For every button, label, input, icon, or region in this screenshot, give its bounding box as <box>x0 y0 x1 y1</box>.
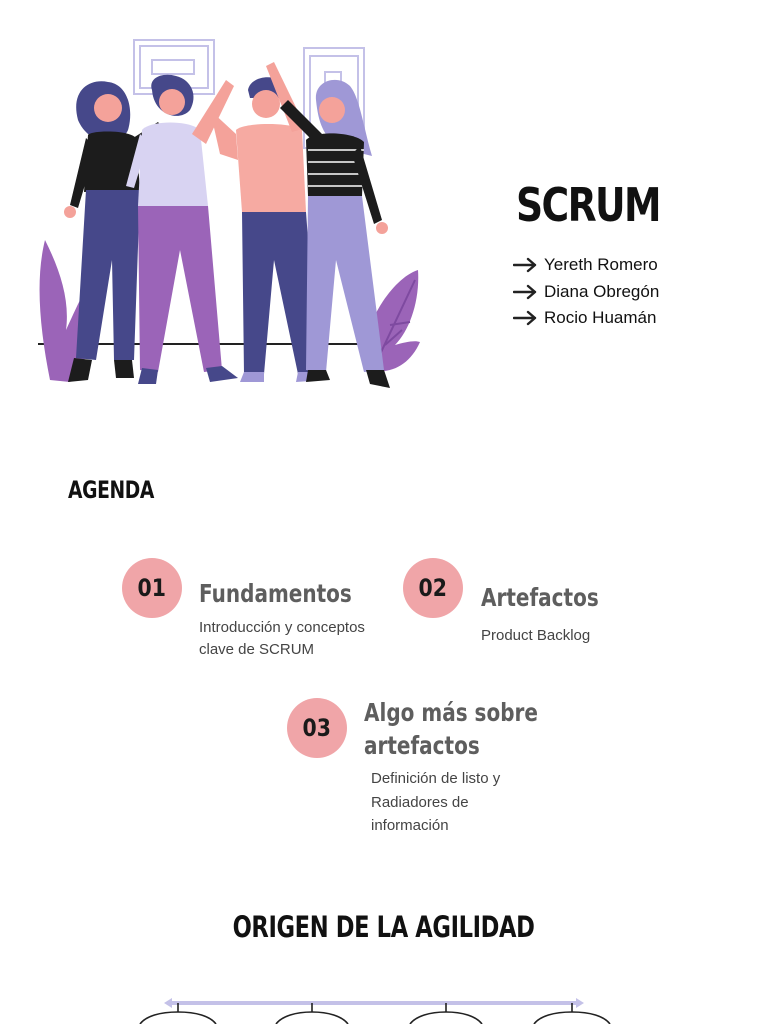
agenda-item-description: Definición de listo y Radiadores de info… <box>371 767 500 838</box>
agenda-item-title: Algo más sobre artefactos <box>364 696 538 762</box>
author-name: Yereth Romero <box>544 255 658 275</box>
agenda-number-badge: 02 <box>403 558 463 618</box>
author-list: Yereth Romero Diana Obregón Rocio Huamán <box>513 252 659 332</box>
team-high-five-illustration <box>38 39 420 388</box>
agenda-number: 03 <box>302 714 332 742</box>
cover-title: SCRUM <box>516 178 662 232</box>
agenda-heading: AGENDA <box>68 476 154 504</box>
author-item: Diana Obregón <box>513 279 659 306</box>
agenda-item-description: Introducción y conceptos clave de SCRUM <box>199 617 365 661</box>
agenda-item-description: Product Backlog <box>481 625 590 647</box>
timeline-node <box>139 1011 217 1024</box>
person-3 <box>210 62 326 382</box>
agenda-item-description-line: información <box>371 817 449 834</box>
timeline-node <box>275 1011 349 1024</box>
agenda-item-title-line: Fundamentos <box>199 579 352 608</box>
arrow-right-icon <box>513 311 537 326</box>
agenda-number-badge: 03 <box>287 698 347 758</box>
agenda-item-description-line: Radiadores de <box>371 793 469 811</box>
agenda-item-description-line: Introducción y conceptos <box>199 619 365 636</box>
plant-right-veins <box>374 279 416 366</box>
origin-heading-text: ORIGEN DE LA AGILIDAD <box>233 910 535 944</box>
agenda-item-title-line: Algo más sobre <box>364 698 538 727</box>
timeline-node <box>533 1011 611 1024</box>
agenda-item-description-line: Product Backlog <box>481 627 591 644</box>
origin-heading: ORIGEN DE LA AGILIDAD <box>0 910 768 944</box>
agenda-item-description-line: Definición de listo y <box>371 770 501 787</box>
agenda-item-title: Fundamentos <box>199 577 352 610</box>
timeline-graphic <box>139 998 611 1024</box>
arrow-right-icon <box>513 284 537 299</box>
arrow-right-icon <box>513 258 537 273</box>
agenda-item-title-line: Artefactos <box>481 583 599 612</box>
timeline-node <box>409 1011 483 1024</box>
timeline-arrow-left-icon <box>164 998 172 1008</box>
agenda-item-title: Artefactos <box>481 581 599 614</box>
agenda-item-description-line: clave de SCRUM <box>199 641 315 658</box>
person-2 <box>126 74 238 384</box>
agenda-number: 01 <box>137 574 167 602</box>
person-1 <box>64 81 164 382</box>
author-item: Rocio Huamán <box>513 305 659 332</box>
author-name: Rocio Huamán <box>544 308 657 328</box>
person-4 <box>280 79 390 388</box>
author-item: Yereth Romero <box>513 252 659 279</box>
agenda-number: 02 <box>418 574 448 602</box>
author-name: Diana Obregón <box>544 281 660 301</box>
timeline-arrow-right-icon <box>576 998 584 1008</box>
agenda-number-badge: 01 <box>122 558 182 618</box>
agenda-item-title-line: artefactos <box>364 731 480 760</box>
